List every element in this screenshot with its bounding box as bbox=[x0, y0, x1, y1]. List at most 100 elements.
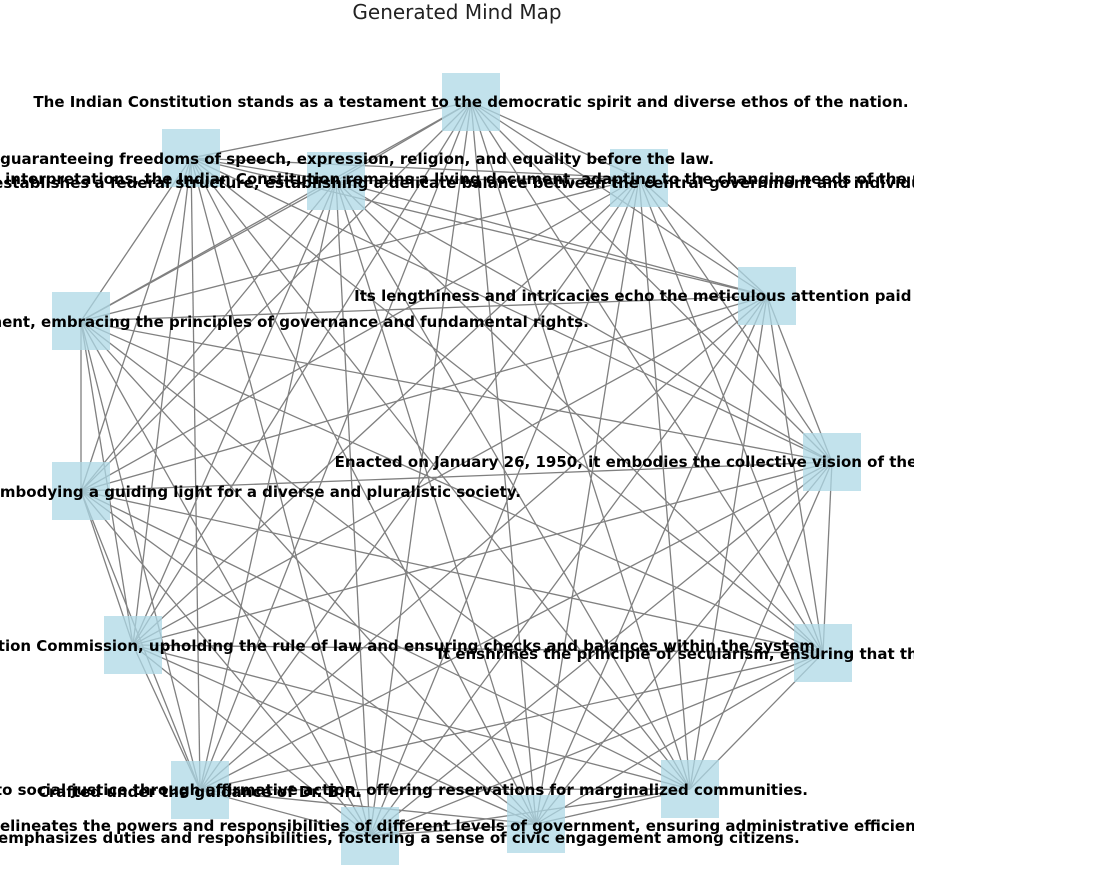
edge-3-6 bbox=[638, 177, 833, 463]
node-n5[interactable] bbox=[52, 292, 110, 350]
edge-9-11 bbox=[369, 652, 824, 837]
edge-5-13 bbox=[80, 320, 691, 790]
edge-6-13 bbox=[689, 461, 833, 790]
node-label-n11: Crafted under the guidance of Dr. B.R. bbox=[38, 783, 362, 801]
node-n8[interactable] bbox=[104, 616, 162, 674]
node-label-n9: It enshrines the principle of secularism… bbox=[437, 645, 914, 663]
edge-5-6 bbox=[80, 320, 833, 463]
edge-6-12 bbox=[535, 461, 833, 825]
edge-7-9 bbox=[80, 490, 824, 654]
edge-1-6 bbox=[190, 157, 833, 463]
node-n6[interactable] bbox=[803, 433, 861, 491]
node-n11[interactable] bbox=[341, 807, 399, 865]
mind-map-canvas: The Indian Constitution stands as a test… bbox=[0, 30, 914, 874]
edge-3-11 bbox=[369, 177, 640, 837]
page-title: Generated Mind Map bbox=[352, 0, 562, 24]
edge-1-3 bbox=[190, 157, 640, 179]
node-n9[interactable] bbox=[794, 624, 852, 682]
edge-3-10 bbox=[199, 177, 640, 791]
edge-0-10 bbox=[199, 101, 472, 791]
node-n3[interactable] bbox=[610, 149, 668, 207]
edge-2-11 bbox=[335, 180, 371, 837]
edge-8-11 bbox=[132, 644, 371, 837]
edge-6-10 bbox=[199, 461, 833, 791]
nodes-layer bbox=[52, 73, 861, 865]
node-n0[interactable] bbox=[442, 73, 500, 131]
edge-1-4 bbox=[190, 157, 768, 297]
edge-3-13 bbox=[638, 177, 691, 790]
node-label-n8: It establishes independent institutions … bbox=[0, 637, 821, 655]
edge-2-5 bbox=[80, 180, 337, 322]
edge-4-7 bbox=[80, 295, 768, 492]
edge-4-9 bbox=[766, 295, 824, 654]
edge-0-9 bbox=[470, 101, 824, 654]
edge-3-8 bbox=[132, 177, 640, 646]
node-label-n6: Enacted on January 26, 1950, it embodies… bbox=[335, 453, 914, 471]
edge-2-7 bbox=[80, 180, 337, 492]
edge-0-7 bbox=[80, 101, 472, 492]
edge-2-12 bbox=[335, 180, 537, 825]
edge-5-11 bbox=[80, 320, 371, 837]
edge-6-7 bbox=[80, 461, 833, 492]
edge-10-13 bbox=[199, 788, 691, 791]
node-n7[interactable] bbox=[52, 462, 110, 520]
edge-4-11 bbox=[369, 295, 768, 837]
edge-0-13 bbox=[470, 101, 691, 790]
edge-8-13 bbox=[132, 644, 691, 790]
edge-4-5 bbox=[80, 295, 768, 322]
node-n13[interactable] bbox=[661, 760, 719, 818]
edge-6-11 bbox=[369, 461, 833, 837]
edge-2-3 bbox=[335, 177, 640, 182]
node-label-n0: The Indian Constitution stands as a test… bbox=[33, 93, 908, 111]
edge-2-6 bbox=[335, 180, 833, 463]
edge-8-12 bbox=[132, 644, 537, 825]
edge-7-13 bbox=[80, 490, 691, 790]
edge-0-12 bbox=[470, 101, 537, 825]
node-n10[interactable] bbox=[171, 761, 229, 819]
edge-4-10 bbox=[199, 295, 768, 791]
edge-1-13 bbox=[190, 157, 691, 790]
edge-3-12 bbox=[535, 177, 640, 825]
edge-0-5 bbox=[80, 101, 472, 322]
node-n4[interactable] bbox=[738, 267, 796, 325]
edge-4-13 bbox=[689, 295, 768, 790]
edge-2-4 bbox=[335, 180, 768, 297]
node-label-n12: It delineates the powers and responsibil… bbox=[0, 817, 914, 835]
mind-map-graph: The Indian Constitution stands as a test… bbox=[0, 73, 914, 865]
node-label-n7: It continues to meet modern challenges, … bbox=[0, 483, 521, 501]
edge-1-9 bbox=[190, 157, 824, 654]
edge-8-9 bbox=[132, 644, 824, 654]
edge-3-7 bbox=[80, 177, 640, 492]
node-label-n1: It guarantees the rights of its citizens… bbox=[0, 150, 714, 168]
edge-2-10 bbox=[199, 180, 337, 791]
edge-1-11 bbox=[190, 157, 371, 837]
edge-1-10 bbox=[190, 157, 201, 791]
edge-4-12 bbox=[535, 295, 768, 825]
node-label-n4: Its lengthiness and intricacies echo the… bbox=[354, 287, 914, 305]
edge-5-12 bbox=[80, 320, 537, 825]
edge-7-11 bbox=[80, 490, 371, 837]
edge-9-12 bbox=[535, 652, 824, 825]
labels-layer: The Indian Constitution stands as a test… bbox=[0, 93, 914, 847]
node-label-n5: The Indian Constitution is a comprehensi… bbox=[0, 313, 589, 331]
edge-3-5 bbox=[80, 177, 640, 322]
edge-4-8 bbox=[132, 295, 768, 646]
node-n12[interactable] bbox=[507, 795, 565, 853]
edge-0-6 bbox=[470, 101, 833, 463]
edge-1-12 bbox=[190, 157, 537, 825]
node-label-n13: It also emphasizes duties and responsibi… bbox=[0, 829, 800, 847]
edge-5-10 bbox=[80, 320, 201, 791]
edge-2-9 bbox=[335, 180, 824, 654]
node-label-n10: It embodies various aspects of its commi… bbox=[0, 781, 808, 799]
node-label-n2: Through amendments and evolving interpre… bbox=[0, 170, 914, 188]
node-n2[interactable] bbox=[307, 152, 365, 210]
node-label-n3: It establishes a federal structure, esta… bbox=[0, 174, 914, 192]
edges-layer bbox=[80, 101, 833, 837]
node-n1[interactable] bbox=[162, 129, 220, 187]
edge-6-9 bbox=[822, 461, 833, 654]
edge-3-9 bbox=[638, 177, 824, 654]
edge-5-9 bbox=[80, 320, 824, 654]
edge-0-11 bbox=[369, 101, 472, 837]
edge-7-12 bbox=[80, 490, 537, 825]
edge-0-1 bbox=[190, 101, 472, 159]
